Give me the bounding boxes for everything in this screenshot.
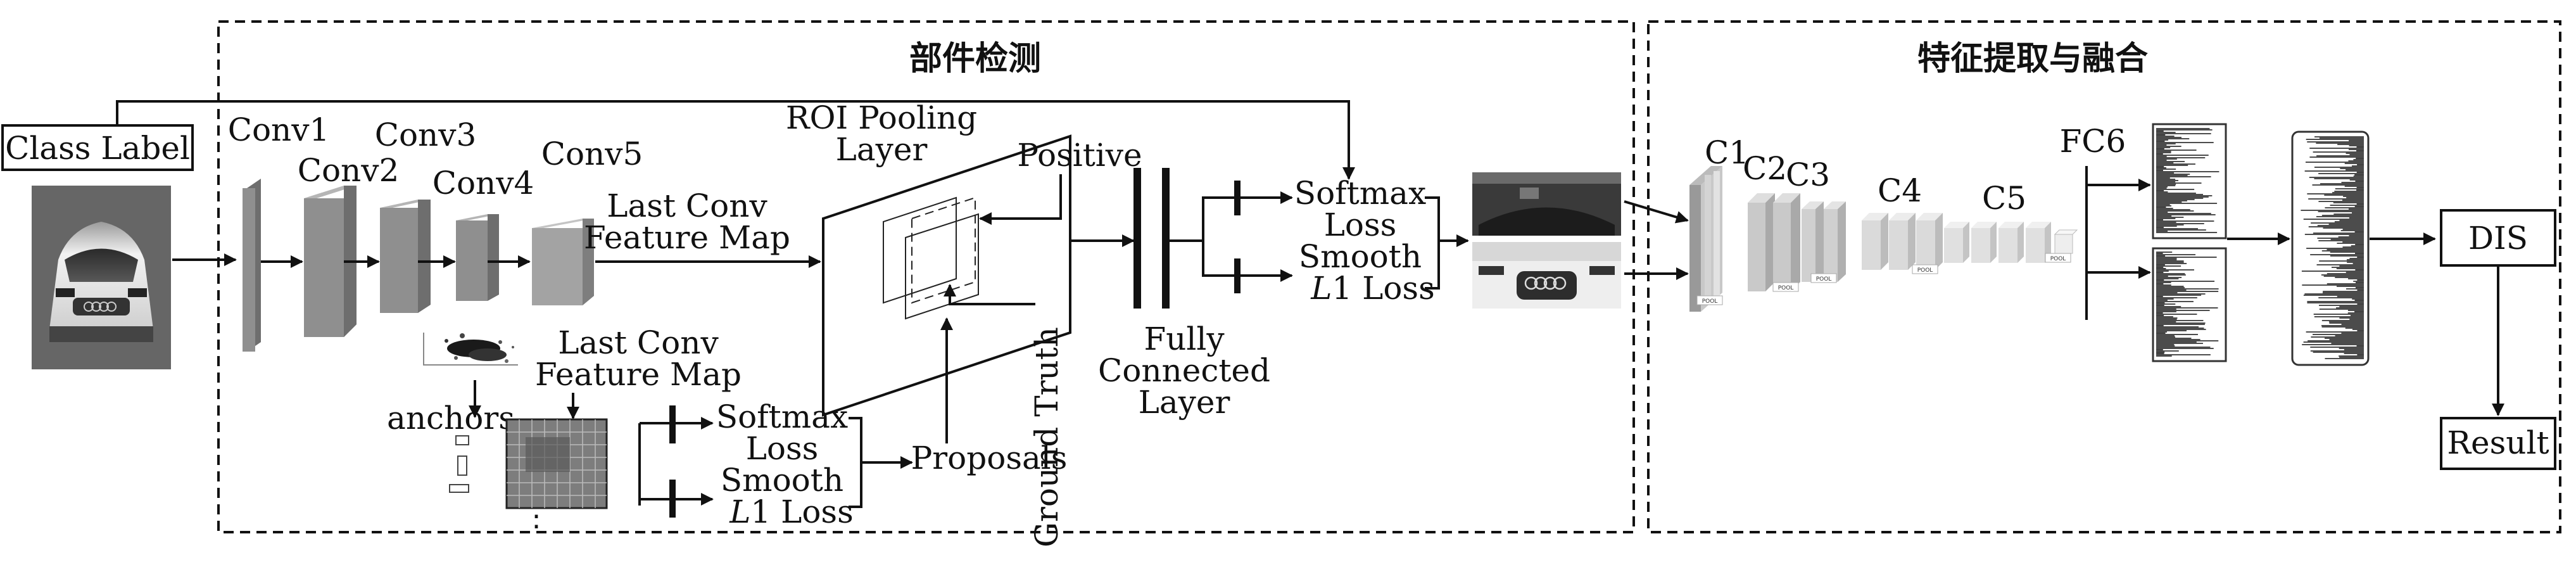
conv4-label: Conv4 — [432, 165, 534, 201]
conv2-label: Conv2 — [298, 152, 400, 189]
anchor-scatter-image — [423, 333, 518, 366]
ground-truth-label: Ground Truth — [1028, 327, 1065, 547]
windshield-to-c1-arrow — [1624, 200, 1689, 224]
windshield-crop-image — [1472, 172, 1621, 236]
c3-block — [1802, 201, 1846, 282]
svg-text:POOL: POOL — [1917, 267, 1933, 274]
c4-label: C4 — [1878, 172, 1922, 209]
fc-bar-1 — [1133, 168, 1141, 309]
fc-label-line1: Fully — [1144, 321, 1225, 357]
feature-vector-top — [2152, 123, 2227, 239]
conv4-block — [456, 214, 499, 301]
proposals-label: Proposals — [911, 440, 1068, 476]
input-car-image — [32, 186, 171, 369]
svg-text:POOL: POOL — [2050, 256, 2066, 262]
roi-pooling-plane — [822, 134, 1071, 417]
rpn-feature-map-label-line1: Last Conv — [558, 324, 719, 361]
dis-label: DIS — [2468, 220, 2528, 257]
fused-feature-vector — [2291, 131, 2370, 366]
result-box — [2440, 417, 2556, 470]
conv3-label: Conv3 — [375, 117, 477, 153]
class-label-arrow — [116, 100, 1355, 180]
positive-label: Positive — [1017, 137, 1142, 174]
rpn-feature-map-label-line2: Feature Map — [535, 356, 742, 393]
class-label-text: Class Label — [5, 130, 190, 167]
head-smooth-line2: L1 Loss — [1310, 270, 1435, 307]
head-softmax-line2: Loss — [1324, 207, 1397, 243]
feature-vector-bottom — [2152, 247, 2227, 362]
anchor-boxes — [449, 435, 469, 493]
conv5-label: Conv5 — [541, 136, 643, 172]
roi-pooling-label-line1: ROI Pooling — [786, 99, 977, 136]
front-crop-image — [1472, 242, 1621, 309]
head-smooth-line1: Smooth — [1299, 238, 1422, 275]
roi-pooling-label-line2: Layer — [836, 131, 928, 168]
class-label-box — [1, 124, 194, 171]
fc6-label: FC6 — [2060, 123, 2126, 160]
head-softmax-line1: Softmax — [1294, 175, 1426, 212]
conv5-block — [532, 219, 594, 305]
c1-label: C1 — [1705, 134, 1749, 171]
roi-dashed-box — [911, 196, 976, 304]
c2-label: C2 — [1743, 150, 1787, 187]
svg-text:POOL: POOL — [1778, 285, 1794, 291]
rpn-feature-grid-image — [505, 418, 608, 509]
part-detection-title: 部件检测 — [909, 40, 1041, 78]
fusion-small-block — [2054, 229, 2078, 254]
c5-label: C5 — [1982, 180, 2026, 217]
fc-split-line — [1170, 196, 1222, 242]
roi-inner-box-2 — [905, 213, 979, 320]
c5-block — [1944, 222, 2051, 263]
c2-block — [1748, 193, 1800, 291]
c4-block — [1862, 213, 1943, 270]
fc-split-line-lower — [1202, 241, 1222, 277]
anchors-label: anchors — [387, 400, 515, 436]
conv1-block — [243, 179, 261, 352]
ground-truth-arrow — [944, 284, 1035, 305]
rpn-smooth-line2: L1 Loss — [729, 494, 854, 530]
last-conv-feature-map-label-line2: Feature Map — [584, 219, 790, 256]
result-label: Result — [2447, 424, 2549, 461]
fc-label-line2: Connected — [1098, 352, 1270, 389]
rpn-softmax-line1: Softmax — [716, 398, 848, 435]
heads-bracket — [1425, 196, 1440, 290]
feature-fusion-panel — [1647, 20, 2561, 533]
rpn-softmax-line2: Loss — [746, 430, 819, 467]
part-detection-panel — [217, 20, 1635, 533]
svg-text:POOL: POOL — [1702, 298, 1718, 305]
fc-bar-2 — [1162, 168, 1170, 309]
conv3-block — [380, 200, 431, 313]
conv1-label: Conv1 — [228, 111, 330, 148]
positive-arrow — [979, 174, 1062, 225]
fc-label-line3: Layer — [1139, 384, 1230, 421]
roi-inner-box-1 — [883, 196, 957, 304]
last-conv-feature-map-label-line1: Last Conv — [607, 188, 767, 224]
rpn-smooth-line1: Smooth — [721, 462, 843, 499]
feature-fusion-title: 特征提取与融合 — [1917, 40, 2148, 78]
c1-block — [1689, 166, 1722, 312]
svg-text:POOL: POOL — [1816, 276, 1832, 283]
pool-tags: POOL POOL POOL POOL POOL — [1696, 253, 2071, 305]
c3-label: C3 — [1786, 156, 1830, 193]
